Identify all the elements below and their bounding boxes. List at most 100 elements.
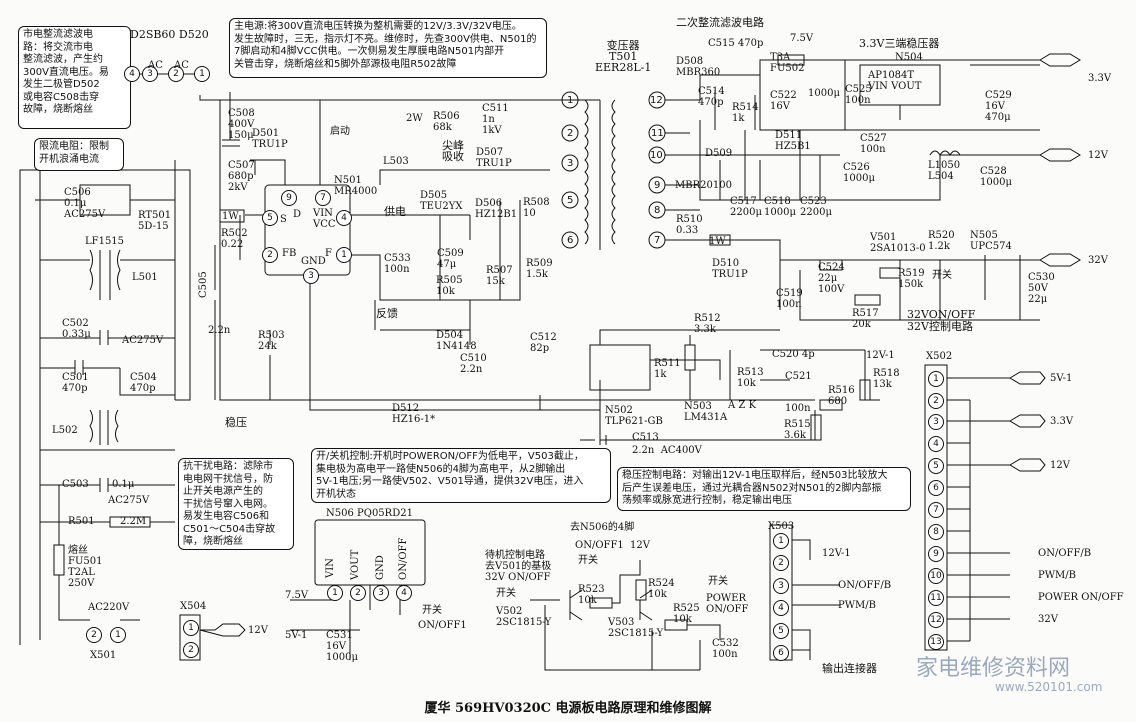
label-ac275v-1: AC275V bbox=[122, 335, 164, 346]
x502-pin-11: 11 bbox=[928, 590, 944, 606]
label-x503-12v-1: 12V-1 bbox=[822, 548, 851, 559]
bridge-pin-4: 4 bbox=[124, 66, 140, 82]
label-out-32v: 32V bbox=[1088, 255, 1108, 266]
x503-pin-2: 2 bbox=[773, 555, 789, 571]
label-x502-onoffb: ON/OFF/B bbox=[1038, 548, 1092, 559]
label-c503-value: 0.1μ bbox=[112, 479, 135, 490]
n501-pin-1: 1 bbox=[336, 247, 352, 263]
label-gongdian: 供电 bbox=[384, 205, 406, 218]
watermark-logo: 家电维修资料网 bbox=[916, 656, 1071, 681]
label-kaiguan: 开关 bbox=[932, 270, 952, 281]
x503-pin-1: 1 bbox=[773, 533, 789, 549]
label-to-n506-pin4: 去N506的4脚 bbox=[570, 522, 635, 533]
label-x502-32v: 32V bbox=[1038, 614, 1058, 625]
label-ac220v: AC220V bbox=[88, 602, 130, 613]
label-d509: D509 bbox=[705, 148, 733, 159]
t501-pin-7: 7 bbox=[654, 235, 661, 246]
label-n504: N504 bbox=[895, 52, 923, 63]
bridge-pin-2: 2 bbox=[168, 66, 184, 82]
label-wenya: 稳压 bbox=[225, 416, 247, 429]
label-7v5-b: 7.5V bbox=[285, 590, 309, 601]
x503-pin-3: 3 bbox=[773, 578, 789, 594]
label-n506: N506 PQ05RD21 bbox=[326, 508, 413, 519]
label-onew-2: 1W bbox=[709, 236, 726, 247]
label-c505: C505 bbox=[198, 271, 209, 298]
label-12v-1: 12V-1 bbox=[866, 350, 895, 361]
t501-pin-12: 12 bbox=[650, 95, 663, 106]
note-main-supply: 主电源:将300V直流电压转换为整机需要的12V/3.3V/32V电压。发生故障… bbox=[229, 18, 547, 78]
x502-pin-4: 4 bbox=[928, 436, 944, 452]
x502-pin-3: 3 bbox=[928, 414, 944, 430]
n506-pin-4: 4 bbox=[396, 585, 412, 601]
label-s: S bbox=[280, 214, 287, 225]
note-inrush-limit: 限流电阻：限制开机浪涌电流 bbox=[34, 138, 124, 171]
t501-pin-10: 10 bbox=[650, 150, 663, 161]
t501-pin-5: 5 bbox=[567, 195, 574, 206]
label-x501: X501 bbox=[90, 650, 117, 661]
label-x502-3v3: 3.3V bbox=[1050, 416, 1074, 427]
label-d: D bbox=[293, 209, 302, 220]
x502-pin-10: 10 bbox=[928, 568, 944, 584]
n506-pin-3: 3 bbox=[373, 585, 389, 601]
label-c521-value: 100n bbox=[785, 403, 811, 414]
label-lf1515: LF1515 bbox=[85, 236, 125, 247]
label-kaiguan-2: 开关 bbox=[422, 605, 442, 616]
label-c503: C503 bbox=[62, 479, 89, 490]
t501-pin-11: 11 bbox=[651, 128, 664, 139]
figure-caption: 厦华 569HV0320C 电源板电路原理和维修图解 bbox=[424, 701, 712, 716]
t501-pin-3: 3 bbox=[567, 158, 574, 169]
x503-pin-4: 4 bbox=[773, 600, 789, 616]
label-x503-onoffb: ON/OFF/B bbox=[838, 580, 892, 591]
n501-pin-3: 3 bbox=[303, 268, 319, 284]
t501-pin-2: 2 bbox=[567, 128, 574, 139]
label-kaiguan-5: 开关 bbox=[708, 576, 728, 587]
label-onoff1-b: ON/OFF1 bbox=[575, 540, 624, 551]
x502-pin-13: 13 bbox=[928, 634, 944, 650]
label-l502: L502 bbox=[52, 425, 78, 436]
title-32v-control: 32V控制电路 bbox=[907, 320, 973, 333]
label-x503: X503 bbox=[768, 521, 795, 532]
n501-pin-9: 9 bbox=[281, 190, 297, 206]
label-ac-2: AC bbox=[174, 60, 189, 71]
label-x504-12v: 12V bbox=[248, 625, 268, 636]
x502-pin-6: 6 bbox=[928, 480, 944, 496]
label-n506-gnd: GND bbox=[375, 555, 386, 580]
label-fankui: 反馈 bbox=[376, 307, 398, 320]
label-bridge: D2SB60 D520 bbox=[130, 28, 209, 41]
